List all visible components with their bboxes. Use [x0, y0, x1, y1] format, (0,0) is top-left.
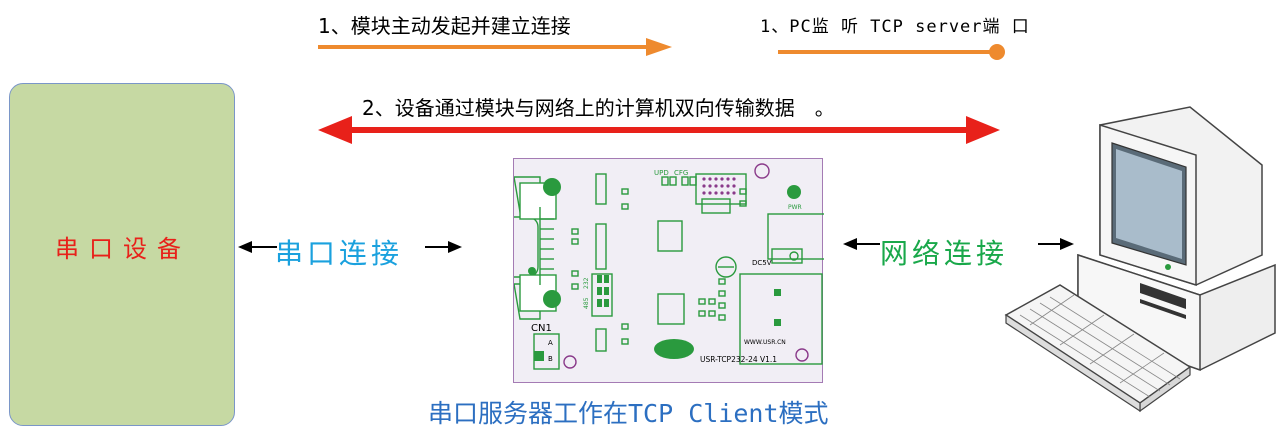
- serial-connection-label: 串口连接: [275, 237, 404, 270]
- model-label: USR-TCP232-24 V1.1: [700, 355, 777, 364]
- board-drawing: UPD CFG PWR CN1 A B DC5V WWW.USR.CN USR-…: [514, 163, 824, 370]
- bidirectional-arrow: [318, 116, 1000, 144]
- serial-right-arrow: [425, 241, 462, 253]
- pin-a-label: A: [548, 339, 553, 347]
- dc5v-label: DC5V: [752, 259, 772, 267]
- rs485-label: 485: [583, 297, 590, 309]
- active-connect-arrow: [318, 38, 672, 56]
- serial-device-box: 串口设备: [9, 83, 235, 426]
- pc-listen-label: 1、PC监 听 TCP server端 口: [760, 17, 1030, 37]
- serial-left-arrow: [238, 241, 277, 253]
- upd-label: UPD: [654, 169, 669, 177]
- mode-caption: 串口服务器工作在TCP Client模式: [428, 399, 829, 428]
- rs232-label: 232: [583, 277, 590, 289]
- cfg-label: CFG: [674, 169, 688, 177]
- serial-server-board: UPD CFG PWR CN1 A B DC5V WWW.USR.CN USR-…: [513, 158, 824, 383]
- serial-device-label: 串口设备: [55, 235, 191, 263]
- computer-icon: [1004, 106, 1276, 413]
- bidirectional-label: 2、设备通过模块与网络上的计算机双向传输数据 。: [362, 96, 835, 120]
- network-left-arrow: [843, 238, 880, 250]
- network-right-arrow: [1038, 238, 1074, 250]
- network-connection-label: 网络连接: [880, 237, 1009, 270]
- pwr-label: PWR: [788, 204, 802, 211]
- url-label: WWW.USR.CN: [744, 339, 786, 346]
- pin-b-label: B: [548, 355, 553, 363]
- cn1-label: CN1: [531, 323, 552, 334]
- active-connect-label: 1、模块主动发起并建立连接: [318, 14, 571, 38]
- pc-listen-line: [778, 44, 1005, 60]
